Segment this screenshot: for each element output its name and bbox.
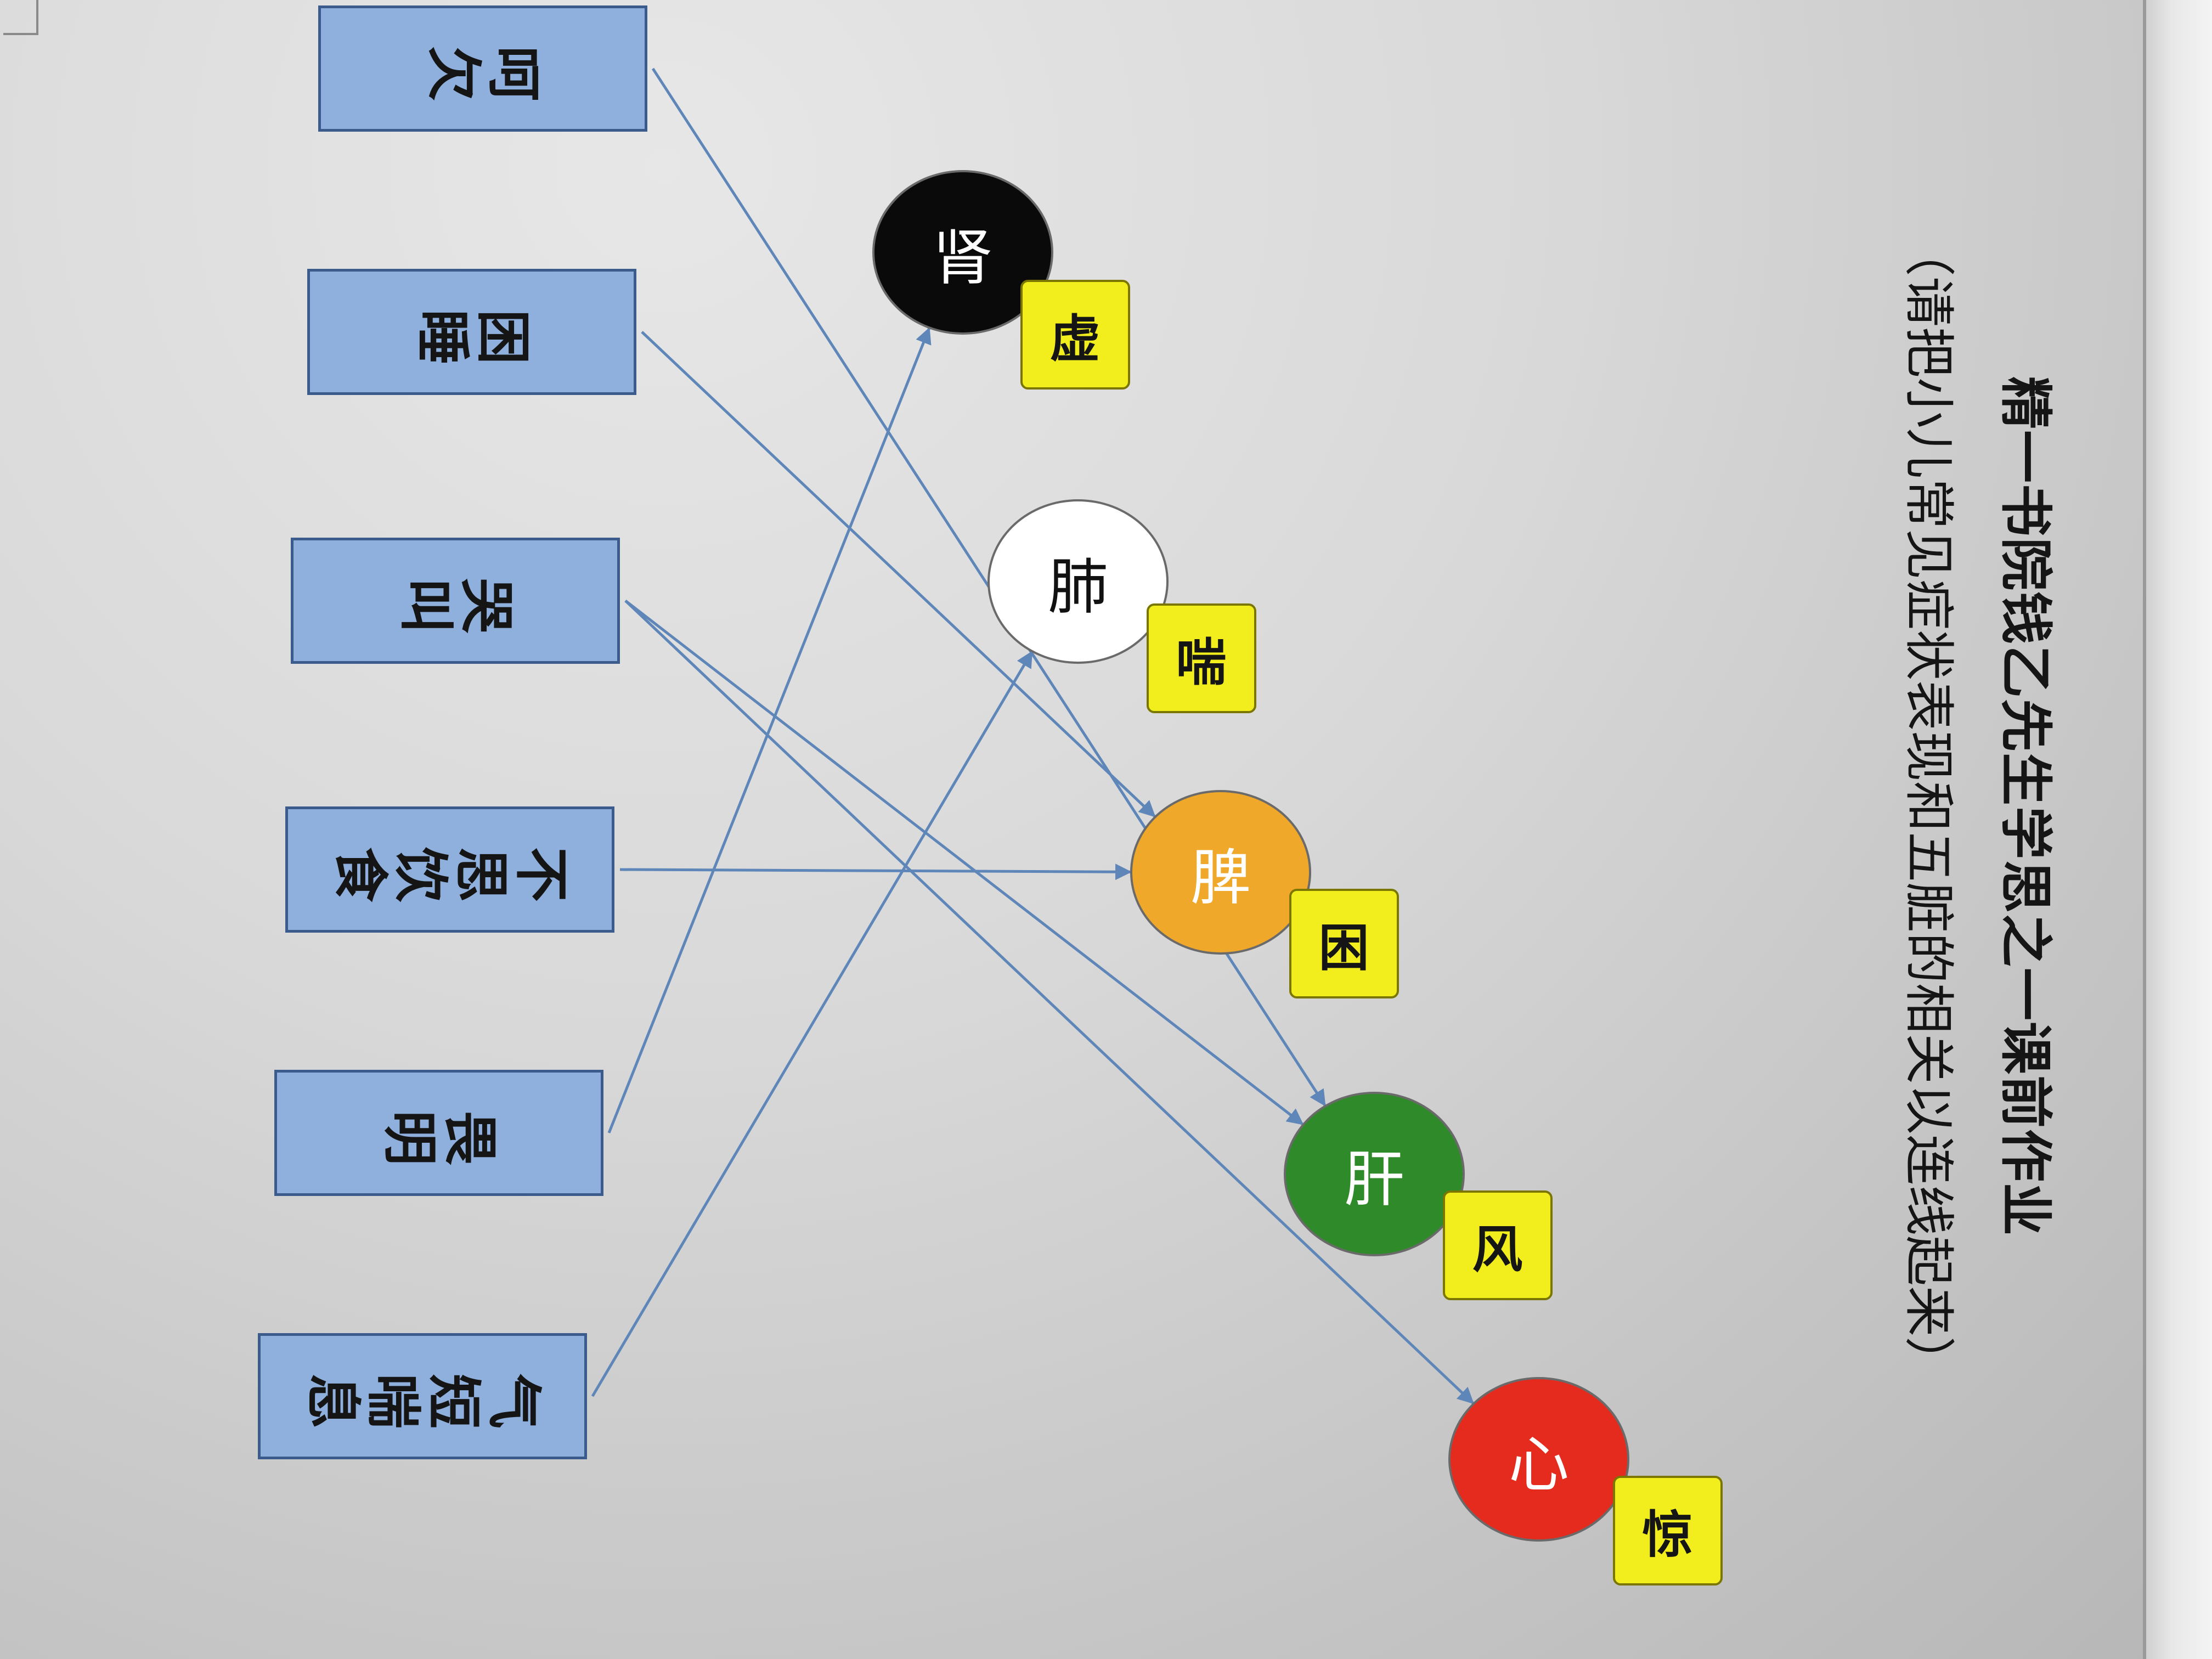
organ-liver-label: 肝 (1344, 1144, 1404, 1215)
tag-heart-label: 惊 (1642, 1505, 1694, 1565)
organ-lung-label: 肺 (1048, 552, 1108, 622)
tag-lung: 喘 (1147, 603, 1256, 713)
symptom-shortness-label: 气短喘息 (302, 1364, 543, 1429)
connection-shortness-to-lung (591, 651, 1033, 1397)
connection-crying-to-heart (624, 600, 1474, 1404)
tag-kidney: 虚 (1020, 280, 1130, 390)
symptom-fear-light-box: 畏明 (274, 1070, 603, 1196)
symptom-drowsy-label: 困睡 (411, 300, 532, 364)
tag-spleen: 困 (1289, 889, 1399, 998)
tag-kidney-label: 虚 (1049, 309, 1101, 369)
tag-liver-label: 风 (1472, 1220, 1523, 1279)
symptom-drowsy-box: 困睡 (307, 269, 636, 395)
organ-spleen-label: 脾 (1190, 843, 1251, 913)
tag-lung-label: 喘 (1176, 633, 1227, 692)
organ-kidney-label: 肾 (933, 223, 993, 293)
symptom-no-appetite-label: 不思饮食 (329, 837, 571, 902)
organ-heart-label: 心 (1509, 1430, 1569, 1500)
organ-lung-circle: 肺 (988, 499, 1169, 664)
tag-spleen-label: 困 (1318, 918, 1370, 978)
symptom-yawning-label: 呵欠 (422, 36, 543, 101)
monitor-bezel (2143, 0, 2212, 1659)
symptom-shortness-box: 气短喘息 (258, 1333, 587, 1459)
page-corner-mark (3, 0, 38, 35)
tag-liver: 风 (1443, 1190, 1553, 1300)
connection-fear-light-to-kidney (607, 327, 932, 1133)
organ-heart-circle: 心 (1448, 1377, 1629, 1542)
connection-crying-to-liver (624, 600, 1304, 1125)
connection-drowsy-to-spleen (641, 331, 1156, 817)
symptom-crying-label: 哭叫 (395, 568, 516, 633)
connection-no-appetite-to-spleen (619, 864, 1132, 881)
worksheet-document: 精一书院钱乙先生学思之一课前作业 （请把小儿常见症状表现和五脏的相关以连线起来）… (3, 0, 2151, 1618)
symptom-crying-box: 哭叫 (291, 538, 620, 664)
tag-heart: 惊 (1613, 1476, 1723, 1585)
symptom-fear-light-label: 畏明 (379, 1101, 499, 1165)
organ-spleen-circle: 脾 (1130, 790, 1311, 955)
organ-liver-circle: 肝 (1284, 1092, 1465, 1256)
symptom-yawning-box: 呵欠 (318, 5, 647, 132)
symptom-no-appetite-box: 不思饮食 (285, 806, 614, 933)
